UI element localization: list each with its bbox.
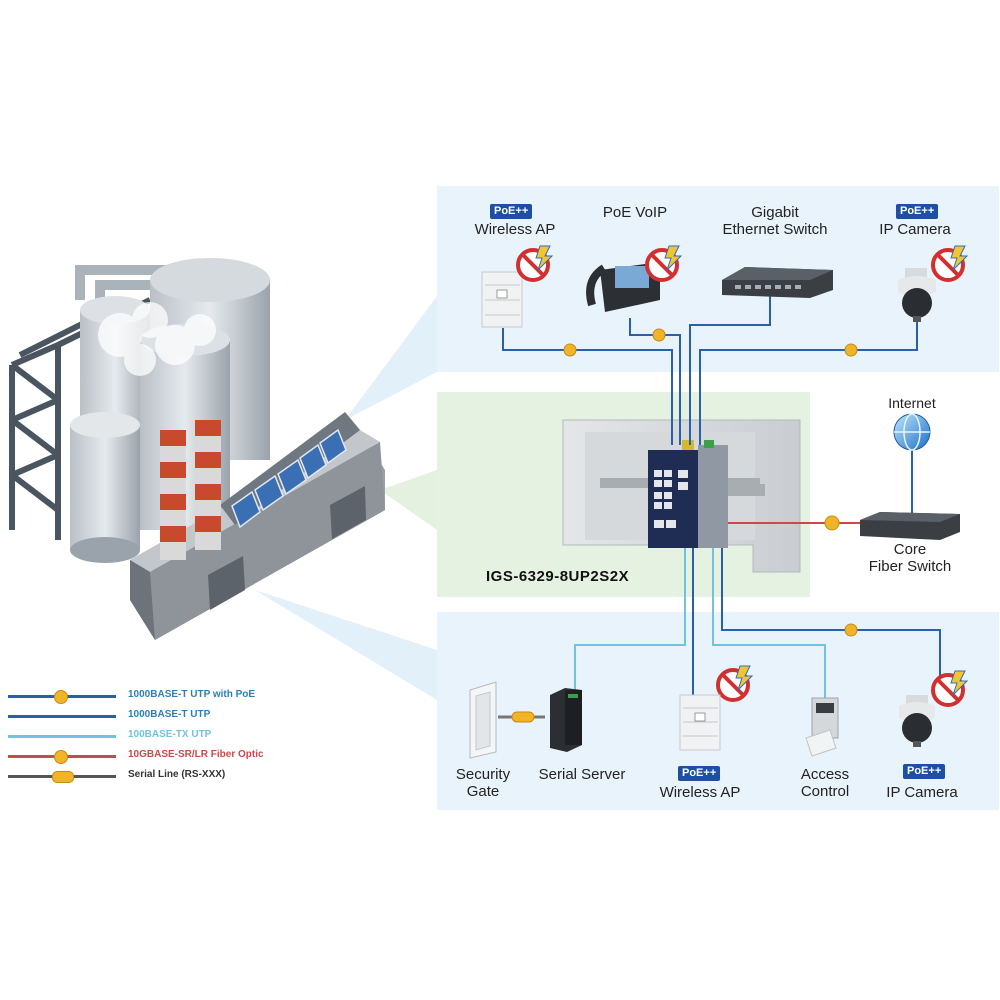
ip-camera-top-device: [898, 268, 936, 322]
label-access-control: Access Control: [775, 766, 875, 800]
label-internet: Internet: [862, 395, 962, 412]
legend-text: Serial Line (RS-XXX): [128, 769, 226, 780]
label-line: IP Camera: [879, 221, 951, 238]
label-line: Gate: [466, 783, 500, 800]
legend-row: 1000BASE-T UTP: [8, 708, 298, 724]
label-line: Serial Server: [538, 766, 626, 783]
poe-badge-ip-camera-bottom: PoE++: [903, 764, 946, 779]
voip-phone-device: [586, 262, 660, 312]
access-control-device: [805, 697, 839, 757]
label-line: Internet: [888, 395, 936, 411]
label-ip-camera-top: IP Camera: [860, 221, 970, 238]
core-fiber-switch-device: [860, 512, 960, 540]
legend-marker: [52, 771, 74, 783]
label-line: Ethernet Switch: [722, 221, 828, 238]
legend-row: 100BASE-TX UTP: [8, 728, 298, 744]
label-poe-voip: PoE VoIP: [575, 204, 695, 221]
legend-line-swatch: [8, 715, 116, 718]
label-line: Gigabit: [751, 204, 799, 221]
label-wireless-ap-bottom: Wireless AP: [640, 784, 760, 801]
legend-row: Serial Line (RS-XXX): [8, 768, 298, 784]
label-line: IP Camera: [886, 784, 958, 801]
legend-text: 10GBASE-SR/LR Fiber Optic: [128, 749, 264, 760]
beam-top: [345, 296, 437, 420]
label-gigabit-switch: Gigabit Ethernet Switch: [705, 204, 845, 238]
poe-badge-wireless-ap-top: PoE++: [490, 204, 533, 219]
beam-center: [380, 470, 437, 530]
legend-row: 1000BASE-T UTP with PoE: [8, 688, 298, 704]
legend-text: 1000BASE-T UTP: [128, 709, 211, 720]
serial-server-device: [550, 688, 582, 752]
legend-marker: [54, 690, 68, 704]
model-name: IGS-6329-8UP2S2X: [486, 568, 630, 585]
label-wireless-ap-top: Wireless AP: [455, 221, 575, 238]
wireless-ap-bottom-device: [679, 694, 721, 751]
label-serial-server: Serial Server: [522, 766, 642, 783]
ip-camera-bottom-device: [899, 695, 935, 747]
security-gate-device: [469, 681, 497, 759]
label-core-fiber-switch: Core Fiber Switch: [850, 541, 970, 575]
poe-badge-wireless-ap-bottom: PoE++: [678, 766, 721, 781]
label-line: Wireless AP: [659, 784, 741, 801]
lightning-icons: [535, 245, 969, 696]
label-line: Fiber Switch: [868, 558, 952, 575]
wireless-ap-top-device: [481, 271, 523, 328]
main-switch-igs: [648, 440, 728, 548]
poe-badge-ip-camera-top: PoE++: [896, 204, 939, 219]
internet-globe: [893, 413, 931, 451]
beam-bottom: [255, 590, 437, 700]
legend-text: 1000BASE-T UTP with PoE: [128, 689, 256, 700]
label-line: Wireless AP: [474, 221, 556, 238]
legend-row: 10GBASE-SR/LR Fiber Optic: [8, 748, 298, 764]
label-line: PoE VoIP: [602, 204, 668, 221]
label-line: Control: [800, 783, 850, 800]
connection-markers: [511, 328, 858, 723]
legend-text: 100BASE-TX UTP: [128, 729, 212, 740]
legend-line-swatch: [8, 735, 116, 738]
label-line: Core: [893, 541, 927, 558]
label-security-gate: Security Gate: [433, 766, 533, 800]
label-ip-camera-bottom: IP Camera: [867, 784, 977, 801]
label-line: Security: [455, 766, 511, 783]
factory-illustration: [9, 258, 385, 640]
label-line: Access: [800, 766, 850, 783]
gigabit-switch-device: [722, 267, 833, 298]
legend-marker: [54, 750, 68, 764]
